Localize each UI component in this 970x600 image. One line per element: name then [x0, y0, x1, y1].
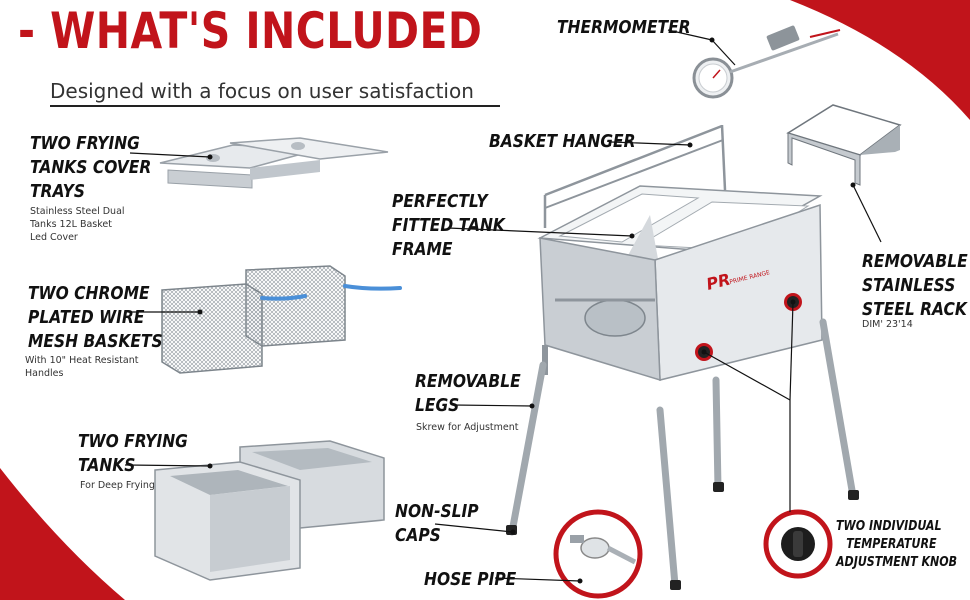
- knob-icon: [763, 509, 833, 579]
- rack-line-3: STEEL RACK: [862, 299, 967, 320]
- page-subtitle: Designed with a focus on user satisfacti…: [50, 79, 474, 103]
- knob-line-1: TWO INDIVIDUAL: [836, 519, 942, 534]
- knob-line-3: ADJUSTMENT KNOB: [836, 555, 958, 570]
- label-knob: TWO INDIVIDUAL TEMPERATURE ADJUSTMENT KN…: [836, 518, 957, 572]
- cover-trays-line-3: TRAYS: [30, 181, 86, 202]
- cover-trays-note-1: Stainless Steel Dual: [30, 206, 125, 217]
- subtitle-underline: [50, 105, 500, 107]
- baskets-line-3: MESH BASKETS: [28, 331, 163, 352]
- label-thermometer: THERMOMETER: [557, 17, 691, 38]
- legs-line-2: LEGS: [415, 395, 460, 416]
- caps-line-2: CAPS: [395, 525, 441, 546]
- note-legs: Skrew for Adjustment: [416, 422, 519, 433]
- legs-line-1: REMOVABLE: [415, 371, 521, 392]
- baskets-line-1: TWO CHROME: [28, 283, 150, 304]
- label-tank-frame: PERFECTLY FITTED TANK FRAME: [392, 190, 505, 262]
- rack-line-2: STAINLESS: [862, 275, 956, 296]
- tanks-line-1: TWO FRYING: [78, 431, 188, 452]
- rack-icon: [786, 104, 902, 186]
- label-basket-hanger: BASKET HANGER: [489, 131, 636, 152]
- label-legs: REMOVABLE LEGS: [415, 370, 521, 418]
- label-caps: NON-SLIP CAPS: [395, 500, 479, 548]
- knob-line-2: TEMPERATURE: [846, 537, 937, 552]
- label-frying-tanks: TWO FRYING TANKS: [78, 430, 188, 478]
- label-cover-trays: TWO FRYING TANKS COVER TRAYS: [30, 132, 151, 204]
- cover-trays-note-2: Tanks 12L Basket: [30, 219, 112, 230]
- baskets-note-1: With 10" Heat Resistant: [25, 355, 139, 366]
- tray-icon: [159, 137, 389, 189]
- label-stainless-rack: REMOVABLE STAINLESS STEEL RACK: [862, 250, 968, 322]
- label-hose: HOSE PIPE: [424, 569, 517, 590]
- tank-frame-line-2: FITTED TANK: [392, 215, 505, 236]
- note-wire-baskets: With 10" Heat Resistant Handles: [25, 354, 138, 380]
- leader-lines: [124, 29, 882, 584]
- rack-line-1: REMOVABLE: [862, 251, 968, 272]
- baskets-line-2: PLATED WIRE: [28, 307, 145, 328]
- caps-line-1: NON-SLIP: [395, 501, 479, 522]
- page-title: - WHAT'S INCLUDED: [18, 2, 483, 60]
- tank-frame-line-3: FRAME: [392, 239, 453, 260]
- note-cover-trays: Stainless Steel Dual Tanks 12L Basket Le…: [30, 205, 125, 244]
- note-stainless-rack: DIM' 23'14: [862, 319, 913, 330]
- note-frying-tanks: For Deep Frying: [80, 480, 155, 491]
- cover-trays-line-1: TWO FRYING: [30, 133, 140, 154]
- basket-icon: [161, 265, 402, 374]
- label-wire-baskets: TWO CHROME PLATED WIRE MESH BASKETS: [28, 282, 163, 354]
- cover-trays-note-3: Led Cover: [30, 232, 78, 243]
- cover-trays-line-2: TANKS COVER: [30, 157, 152, 178]
- tank-frame-line-1: PERFECTLY: [392, 191, 488, 212]
- tank-icon: [154, 440, 385, 581]
- baskets-note-2: Handles: [25, 368, 64, 379]
- tanks-line-2: TANKS: [78, 455, 136, 476]
- thermometer-icon: [692, 25, 841, 99]
- burner-valve-icon: [553, 509, 643, 599]
